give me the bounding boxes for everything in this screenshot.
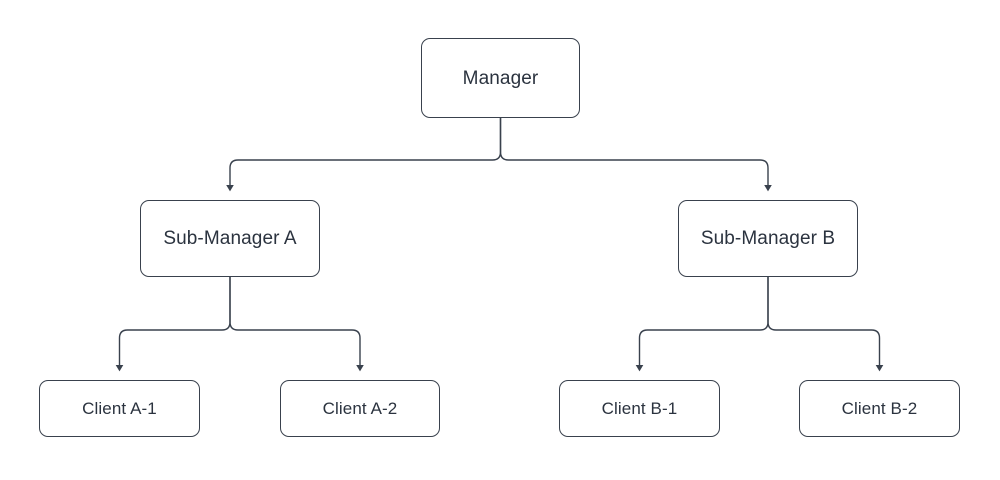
node-client-a1[interactable]: Client A-1 (39, 380, 200, 437)
node-sub-manager-b[interactable]: Sub-Manager B (678, 200, 858, 277)
node-client-a1-label: Client A-1 (82, 399, 157, 418)
node-manager[interactable]: Manager (421, 38, 580, 118)
node-client-b2[interactable]: Client B-2 (799, 380, 960, 437)
node-manager-label: Manager (462, 67, 539, 89)
edge-sub-manager-b-to-client-b1 (635, 277, 769, 372)
node-client-b1[interactable]: Client B-1 (559, 380, 720, 437)
node-client-a2[interactable]: Client A-2 (280, 380, 440, 437)
node-sub-manager-b-label: Sub-Manager B (700, 228, 836, 249)
node-client-b2-label: Client B-2 (841, 399, 918, 418)
node-sub-manager-a[interactable]: Sub-Manager A (140, 200, 320, 277)
node-client-a2-label: Client A-2 (322, 399, 398, 418)
edge-sub-manager-b-to-client-b2 (767, 277, 884, 372)
node-client-b1-label: Client B-1 (601, 399, 678, 418)
node-sub-manager-a-label: Sub-Manager A (163, 228, 297, 249)
edge-sub-manager-a-to-client-a2 (229, 277, 364, 372)
edge-manager-to-sub-manager-a (226, 118, 502, 192)
edge-sub-manager-a-to-client-a1 (115, 277, 231, 372)
edge-manager-to-sub-manager-b (499, 118, 772, 192)
